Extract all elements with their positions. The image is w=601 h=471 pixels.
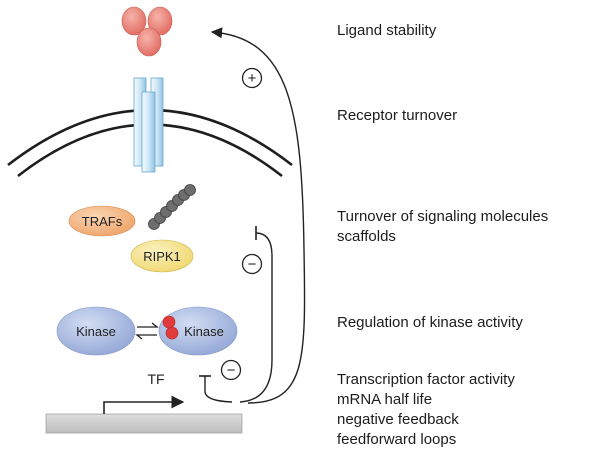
label-signaling-turnover: Turnover of signaling molecules scaffold… (337, 207, 548, 247)
kinase-inactive: Kinase (56, 306, 136, 356)
tf-feedback-arc (204, 376, 233, 403)
negative-sign-tf: − (220, 359, 242, 381)
label-transcription-line-4: feedforward loops (337, 431, 457, 448)
trafs-molecule: TRAFs (68, 205, 136, 237)
negative-sign-signaling: − (241, 253, 263, 275)
kinase-active: Kinase (158, 306, 238, 356)
trafs-label: TRAFs (82, 214, 123, 229)
ligand (121, 6, 173, 57)
tf-label: TF (147, 371, 164, 387)
receptor (133, 77, 164, 173)
svg-text:−: − (227, 362, 236, 379)
transcription-arrow (103, 395, 185, 414)
ligand-feedback-arc (210, 27, 306, 404)
signaling-feedback-arc (239, 232, 273, 403)
positive-sign: + (241, 67, 263, 89)
label-ligand-stability: Ligand stability (337, 22, 437, 39)
kinase-left-label: Kinase (76, 324, 116, 339)
phosphate-group (162, 315, 179, 340)
equilibrium-arrows (135, 322, 159, 340)
kinase-right-label: Kinase (184, 324, 224, 339)
label-kinase-regulation: Regulation of kinase activity (337, 314, 523, 331)
label-transcription-line-2: mRNA half life (337, 391, 433, 408)
svg-text:+: + (248, 70, 257, 87)
label-transcription-line-3: negative feedback (337, 411, 459, 428)
label-signaling-line-1: Turnover of signaling molecules (337, 208, 549, 225)
ripk1-label: RIPK1 (143, 249, 181, 264)
dna-strand (45, 413, 243, 434)
label-transcription-line-1: Transcription factor activity (337, 371, 515, 388)
label-signaling-line-2: scaffolds (337, 228, 396, 245)
label-receptor-turnover: Receptor turnover (337, 107, 458, 124)
scaffold-chain (148, 184, 196, 230)
svg-text:−: − (248, 256, 257, 273)
label-transcription: Transcription factor activity mRNA half … (337, 370, 515, 450)
ripk1-molecule: RIPK1 (130, 239, 194, 273)
